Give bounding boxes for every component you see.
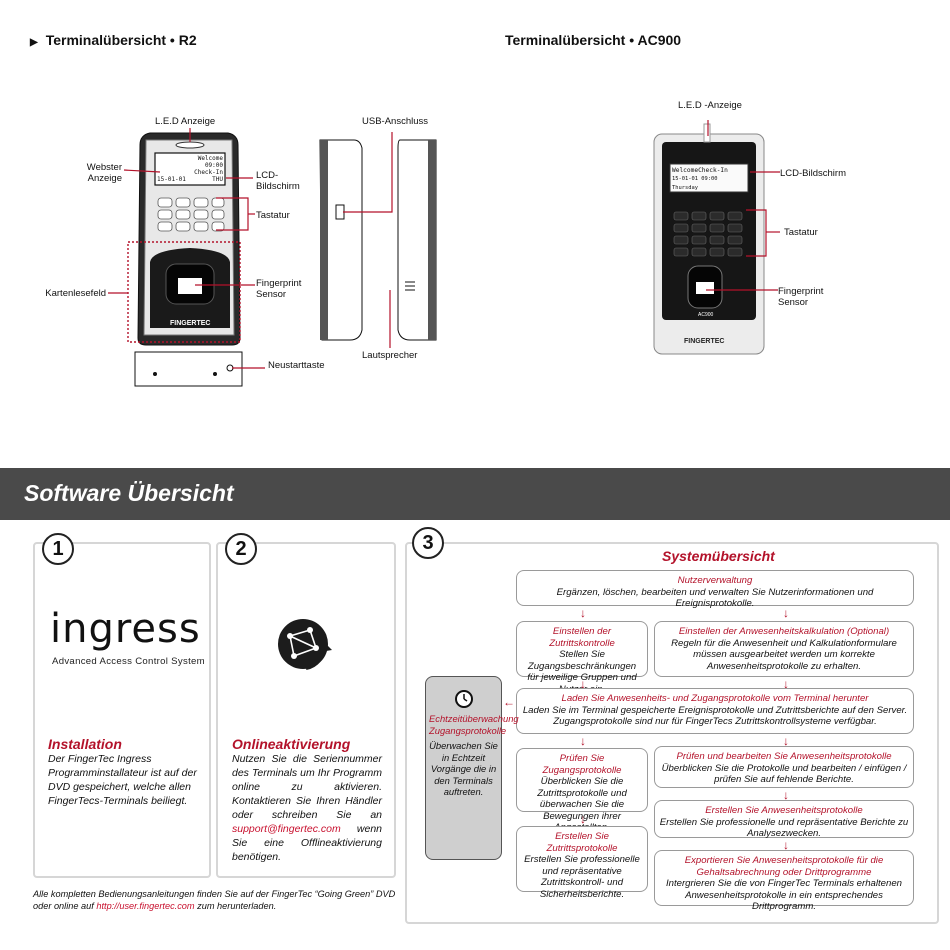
installation-body: Der FingerTec Ingress Programminstallate…	[48, 753, 197, 807]
r2-webster-label: Webster Anzeige	[86, 162, 122, 184]
r2-led	[175, 141, 205, 149]
r2-card-reader-label: Kartenlesefeld	[45, 288, 106, 299]
ac900-screen-text: WelcomeCheck-In 15-01-01 09:00 Thursday	[672, 166, 746, 193]
r2-lcd	[154, 152, 226, 186]
box-export-attendance: Exportieren Sie Anwesenheitsprotokolle f…	[654, 850, 914, 912]
r2-lcd-label: LCD- Bildschirm	[256, 170, 300, 192]
box-attendance-calc-body: Regeln für die Anwesenheit und Kalkulati…	[671, 637, 897, 672]
installation-title: Installation	[48, 736, 122, 752]
arrow-down-icon: ↓	[580, 677, 586, 691]
arrow-down-icon: ↓	[783, 788, 789, 802]
speaker-grill	[405, 281, 415, 291]
box-access-ctrl-title: Einstellen der Zutrittskontrolle	[549, 626, 615, 649]
arrow-down-icon: ↓	[580, 734, 586, 748]
box-create-attendance-body: Erstellen Sie professionelle und repräse…	[659, 816, 909, 840]
panel1-number: 1	[42, 533, 74, 565]
arrow-down-icon: ↓	[580, 812, 586, 826]
globe-activation-icon	[278, 619, 332, 670]
box-create-attendance-title: Erstellen Sie Anwesenheitsprotokolle	[705, 805, 863, 816]
box-export-title: Exportieren Sie Anwesenheitsprotokolle f…	[684, 855, 884, 878]
ac900-fingerprint-label: Fingerprint Sensor	[778, 286, 824, 308]
box-check-attendance-body: Überblicken Sie die Protokolle und bearb…	[661, 762, 907, 786]
r2-keypad-label: Tastatur	[256, 210, 290, 221]
arrow-down-icon: ↓	[783, 677, 789, 691]
r2-screen-day: THU	[212, 176, 223, 183]
activation-title: Onlineaktivierung	[232, 736, 351, 752]
clock-icon	[454, 690, 473, 708]
panel-installation	[33, 542, 211, 878]
box-create-access-title: Erstellen Sie Zutrittsprotokolle	[546, 831, 618, 854]
box-create-attendance: Erstellen Sie Anwesenheitsprotokolle Ers…	[654, 800, 914, 840]
ac900-keypad-label: Tastatur	[784, 227, 818, 238]
box-users-title: Nutzerverwaltung	[677, 575, 753, 586]
support-email-link[interactable]: support@fingertec.com	[232, 823, 341, 835]
box-attendance-calc-title: Einstellen der Anwesenheitskalkulation (…	[678, 626, 890, 637]
box-export-body: Intergrieren Sie die von FingerTec Termi…	[665, 878, 903, 912]
arrow-down-icon: ↓	[783, 606, 789, 620]
ingress-logo: ingress	[50, 606, 201, 652]
ac900-keypad	[673, 211, 743, 257]
box-check-access: Prüfen Sie Zugangsprotokolle Überblicken…	[516, 748, 648, 833]
panel2-number: 2	[225, 533, 257, 565]
r2-keypad	[157, 197, 225, 232]
box-download-body: Laden Sie im Terminal gespeicherte Ereig…	[522, 704, 908, 728]
ac900-screen-line1: WelcomeCheck-In	[672, 167, 728, 174]
box-user-management: Nutzerverwaltung Ergänzen, löschen, bear…	[516, 570, 914, 609]
r2-led-label: L.E.D Anzeige	[155, 116, 216, 127]
box-realtime-monitoring: Echtzeitüberwachung Zugangsprotokolle Üb…	[425, 676, 519, 860]
r2-screen-line3: Check-In	[194, 169, 223, 176]
ac900-screen-line2: 15-01-01 09:00 Thursday	[672, 176, 718, 191]
r2-usb-label: USB-Anschluss	[362, 116, 428, 127]
ac900-heading: Terminalübersicht • AC900	[505, 32, 682, 48]
ac900-lcd	[669, 163, 749, 193]
panel3-number: 3	[412, 527, 444, 559]
box-attendance-calc: Einstellen der Anwesenheitskalkulation (…	[654, 621, 914, 677]
box-realtime-body: Überwachen Sie in Echtzeit Vorgänge die …	[429, 740, 498, 797]
box-access-control: Einstellen der Zutrittskontrolle Stellen…	[516, 621, 648, 695]
r2-screen-line1: Welcome	[197, 155, 223, 162]
box-create-access-body: Erstellen Sie professionelle und repräse…	[524, 854, 640, 900]
ac900-led-label: L.E.D -Anzeige	[678, 100, 742, 111]
r2-bottom-plate	[134, 351, 243, 387]
box-check-access-title: Prüfen Sie Zugangsprotokolle	[542, 753, 622, 776]
box-realtime-title: Echtzeitüberwachung Zugangsprotokolle	[429, 713, 519, 736]
box-download-title: Laden Sie Anwesenheits- und Zugangsproto…	[561, 693, 869, 704]
usb-port	[335, 204, 345, 220]
ingress-logo-sub: Advanced Access Control System	[52, 656, 205, 667]
footer-note: Alle kompletten Bedienungsanleitungen fi…	[33, 889, 396, 911]
box-create-access: Erstellen Sie Zutrittsprotokolle Erstell…	[516, 826, 648, 900]
box-check-attendance: Prüfen und bearbeiten Sie Anwesenheitspr…	[654, 746, 914, 788]
r2-screen-line2: 09:00	[204, 162, 223, 169]
r2-heading: ▶Terminalübersicht • R2	[30, 32, 197, 48]
arrow-left-icon: ←	[503, 695, 515, 709]
r2-brand: FINGERTEC	[170, 320, 211, 327]
r2-screen-text: Welcome 09:00 Check-In 15-01-01 THU	[157, 155, 223, 183]
r2-side-left	[319, 139, 363, 341]
triangle-bullet-icon: ▶	[30, 37, 38, 48]
box-check-attendance-title: Prüfen und bearbeiten Sie Anwesenheitspr…	[676, 751, 892, 762]
arrow-down-icon: ↓	[580, 606, 586, 620]
r2-screen-date: 15-01-01	[157, 176, 186, 183]
activation-body: Nutzen Sie die Seriennummer des Terminal…	[232, 753, 382, 863]
ac900-model: AC900	[698, 312, 714, 318]
ac900-lcd-label: LCD-Bildschirm	[780, 168, 846, 179]
ac900-led	[703, 123, 711, 143]
r2-device-diagram	[108, 128, 437, 387]
panel-activation	[216, 542, 396, 878]
arrow-down-icon: ↓	[783, 734, 789, 748]
software-banner	[0, 468, 950, 520]
system-overview-title: Systemübersicht	[662, 548, 775, 564]
software-title: Software Übersicht	[24, 480, 234, 506]
arrow-down-icon: ↓	[783, 838, 789, 852]
box-users-body: Ergänzen, löschen, bearbeiten und verwal…	[556, 586, 874, 610]
r2-reset-label: Neustarttaste	[268, 360, 325, 371]
r2-fingerprint-label: Fingerprint Sensor	[256, 278, 302, 300]
r2-speaker-label: Lautsprecher	[362, 350, 418, 361]
user-portal-link[interactable]: http://user.fingertec.com	[96, 901, 195, 911]
ac900-brand: FINGERTEC	[684, 338, 725, 345]
ac900-device-diagram	[653, 120, 780, 355]
card-reader-frame	[127, 241, 241, 343]
box-download-logs: Laden Sie Anwesenheits- und Zugangsproto…	[516, 688, 914, 734]
